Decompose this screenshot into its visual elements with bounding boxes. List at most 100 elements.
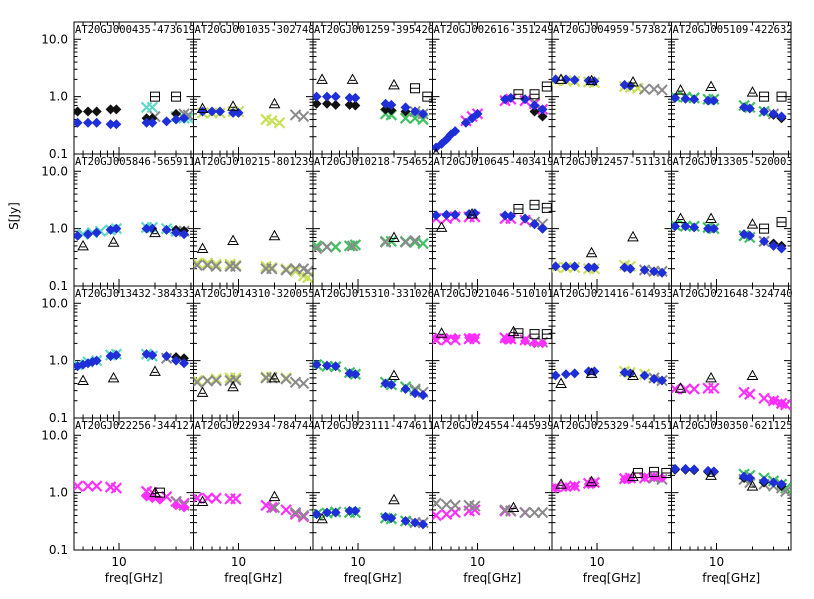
panel-markers [196,97,310,129]
y-tick-label: 1.0 [49,486,68,500]
cross-point [469,500,481,512]
triangle-point [585,246,598,258]
diamond-point [450,126,461,137]
diamond-point [569,368,580,379]
diamond-point [330,507,341,518]
cross-point [201,492,214,504]
panel-ticks [74,286,194,419]
diamond-point [105,119,116,130]
cross-point [449,499,461,512]
triangle-point [585,367,598,378]
cross-stroke [280,264,292,276]
triangle-point [627,75,639,87]
diamond-point [161,116,172,127]
diamond-point [500,334,511,345]
diamond-point [161,351,172,362]
panel-title: AT20GJ005846-565911 [75,156,195,168]
cross-point [273,117,286,129]
cross-point [193,374,203,387]
diamond-point [171,227,182,238]
diamond-point [179,502,190,513]
diamond-point [179,229,190,240]
cross-point [313,240,323,252]
diamond-point [141,117,152,128]
cross-point [297,110,310,123]
panel-markers [193,490,310,523]
cross-point [210,492,222,504]
cross-point [758,392,770,405]
cross-point [536,506,549,519]
cross-stroke [210,374,222,387]
panel-markers [313,73,433,126]
cross-stroke [349,239,362,251]
panel: AT20GJ000435-473619 [73,21,195,155]
cross-point [399,236,412,248]
panel: AT20GJ001259-395426 [312,21,434,155]
triangle-point [674,212,687,224]
diamond-point [505,334,516,345]
diamond-point [460,117,471,128]
diamond-point [768,395,779,406]
panel: AT20GJ030350-621125 [671,417,793,551]
panel-title: AT20GJ010215-801239 [195,156,315,168]
y-tick-label: 0.1 [49,411,68,425]
cross-stroke [321,241,333,253]
diamond-point [689,464,700,475]
diamond-point [410,388,421,399]
cross-point [379,236,392,248]
panel-ticks [313,154,433,287]
triangle-point [674,84,687,95]
x-axis-label: freq[GHz] [702,571,760,585]
diamond-point [321,91,332,102]
triangle-point [466,207,478,219]
panel-frame [193,417,314,551]
panel-markers [552,230,668,278]
panel-frame [312,153,433,287]
cross-stroke [656,84,668,96]
panel-title: AT20GJ012457-511316 [553,156,673,168]
x-tick-label: 10 [231,555,246,569]
x-axis-label: freq[GHz] [344,571,402,585]
diamond-point [141,223,152,234]
diamond-point [74,117,83,128]
y-tick-label: 1.0 [49,90,68,104]
y-tick-label: 0.1 [49,279,68,293]
panel: AT20GJ022934-784744 [193,417,315,551]
diamond-point [321,507,332,518]
y-tick-label: 10.0 [41,32,68,46]
diamond-point [671,221,681,232]
cross-stroke [297,110,310,123]
cross-point [708,382,720,395]
diamond-point [759,236,770,247]
triangle-point [705,212,717,224]
cross-stroke [297,377,310,390]
panel-frame [73,153,194,287]
panel-markers [432,81,552,154]
diamond-point [768,108,779,119]
diamond-point [776,111,787,122]
diamond-point [344,99,355,110]
triangle-point [149,365,161,376]
diamond-point [708,466,719,477]
cross-stroke [638,83,651,95]
panel: AT20GJ025329-544151 [551,417,673,551]
cross-point [519,506,531,519]
cross-stroke [780,399,791,411]
cross-point [302,265,313,278]
panel-ticks [552,286,672,419]
x-axis-label: freq[GHz] [105,571,163,585]
cross-stroke [260,499,272,512]
triangle-point [555,73,567,84]
x-tick-label: 10 [111,555,126,569]
diamond-point [759,475,770,486]
cross-stroke [146,101,159,114]
diamond-point [776,243,787,254]
diamond-point [91,355,102,366]
diamond-point [560,261,571,272]
triangle-point [388,493,400,505]
cross-stroke [193,259,203,271]
panel-markers [313,493,429,530]
diamond-point [111,104,122,115]
diamond-point [350,505,361,516]
x-tick-label: 10 [350,555,365,569]
